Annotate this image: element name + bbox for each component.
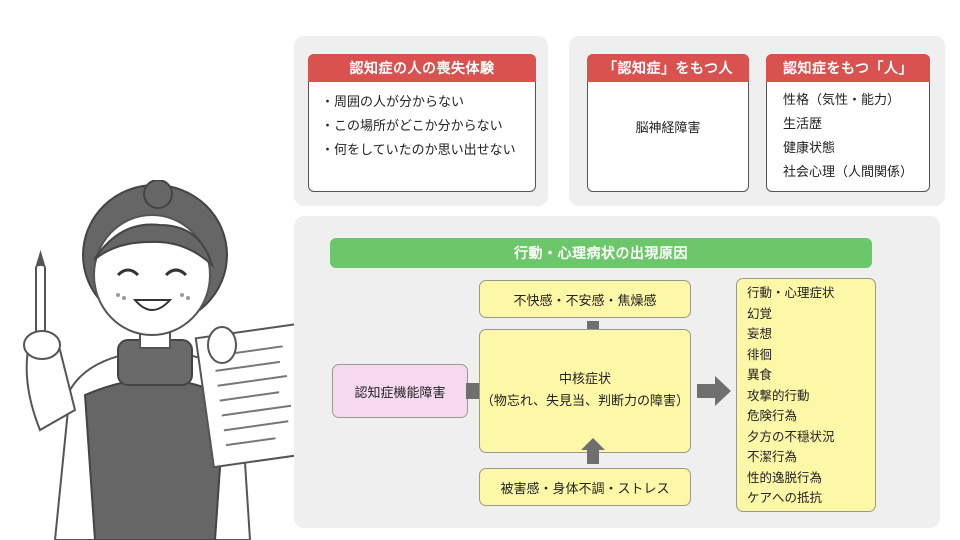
list-item: 異食 <box>747 367 773 382</box>
list-item: ・周囲の人が分からない <box>321 95 465 110</box>
list-item: 社会心理（人間関係） <box>783 165 914 180</box>
core-symptoms-box: 中核症状 （物忘れ、失見当、判断力の障害） <box>479 329 691 453</box>
caregiver-illustration <box>0 180 320 540</box>
bpsd-symptoms-box: 行動・心理症状 幻覚 妄想 徘徊 異食 攻撃的行動 危険行為 夕方の不穏状況 不… <box>736 278 876 512</box>
list-item: ・何をしていたのか思い出せない <box>321 143 516 158</box>
person-with-dementia-card: 「認知症」をもつ人 脳神経障害 <box>587 54 749 192</box>
core-symptoms-detail: （物忘れ、失見当、判断力の障害） <box>480 394 690 409</box>
list-item: 危険行為 <box>747 408 798 423</box>
loss-experience-title: 認知症の人の喪失体験 <box>308 54 536 82</box>
person-with-dementia-content: 脳神経障害 <box>635 121 701 136</box>
arrow-right-icon <box>466 383 480 399</box>
loss-experience-list: ・周囲の人が分からない ・この場所がどこか分からない ・何をしていたのか思い出せ… <box>321 91 516 163</box>
discomfort-box: 不快感・不安感・焦燥感 <box>479 280 691 318</box>
arrow-right-icon <box>697 376 731 406</box>
arrow-up-icon <box>581 438 605 464</box>
person-aspect-card: 認知症をもつ「人」 性格（気性・能力） 生活歴 健康状態 社会心理（人間関係） <box>766 54 930 192</box>
list-item: 行動・心理症状 <box>747 285 835 300</box>
bpsd-causes-panel: 行動・心理病状の出現原因 不快感・不安感・焦燥感 認知症機能障害 中核症状 （物… <box>294 216 940 528</box>
bpsd-symptoms-list: 行動・心理症状 幻覚 妄想 徘徊 異食 攻撃的行動 危険行為 夕方の不穏状況 不… <box>747 283 835 509</box>
core-symptoms-title: 中核症状 <box>558 372 611 387</box>
list-item: 不潔行為 <box>747 449 798 464</box>
list-item: 生活歴 <box>783 117 823 132</box>
dementia-function-box: 認知症機能障害 <box>332 364 468 418</box>
list-item: 幻覚 <box>747 305 773 321</box>
person-panel: 「認知症」をもつ人 脳神経障害 認知症をもつ「人」 性格（気性・能力） 生活歴 … <box>569 36 945 206</box>
person-aspect-list: 性格（気性・能力） 生活歴 健康状態 社会心理（人間関係） <box>783 89 913 185</box>
list-item: ・この場所がどこか分からない <box>321 119 503 134</box>
list-item: 健康状態 <box>783 141 836 156</box>
person-with-dementia-title: 「認知症」をもつ人 <box>587 54 749 82</box>
list-item: 妄想 <box>747 326 773 341</box>
list-item: 夕方の不穏状況 <box>747 428 835 444</box>
list-item: 性格（気性・能力） <box>783 93 901 108</box>
list-item: 性的逸脱行為 <box>747 469 823 485</box>
list-item: 攻撃的行動 <box>747 387 810 403</box>
list-item: 徘徊 <box>747 346 773 362</box>
loss-experience-panel: 認知症の人の喪失体験 ・周囲の人が分からない ・この場所がどこか分からない ・何… <box>294 36 548 206</box>
loss-experience-card: 認知症の人の喪失体験 ・周囲の人が分からない ・この場所がどこか分からない ・何… <box>308 54 536 192</box>
stress-box: 被害感・身体不調・ストレス <box>479 468 691 506</box>
bpsd-causes-banner: 行動・心理病状の出現原因 <box>330 238 872 268</box>
list-item: ケアへの抵抗 <box>747 490 823 505</box>
person-aspect-title: 認知症をもつ「人」 <box>766 54 930 82</box>
